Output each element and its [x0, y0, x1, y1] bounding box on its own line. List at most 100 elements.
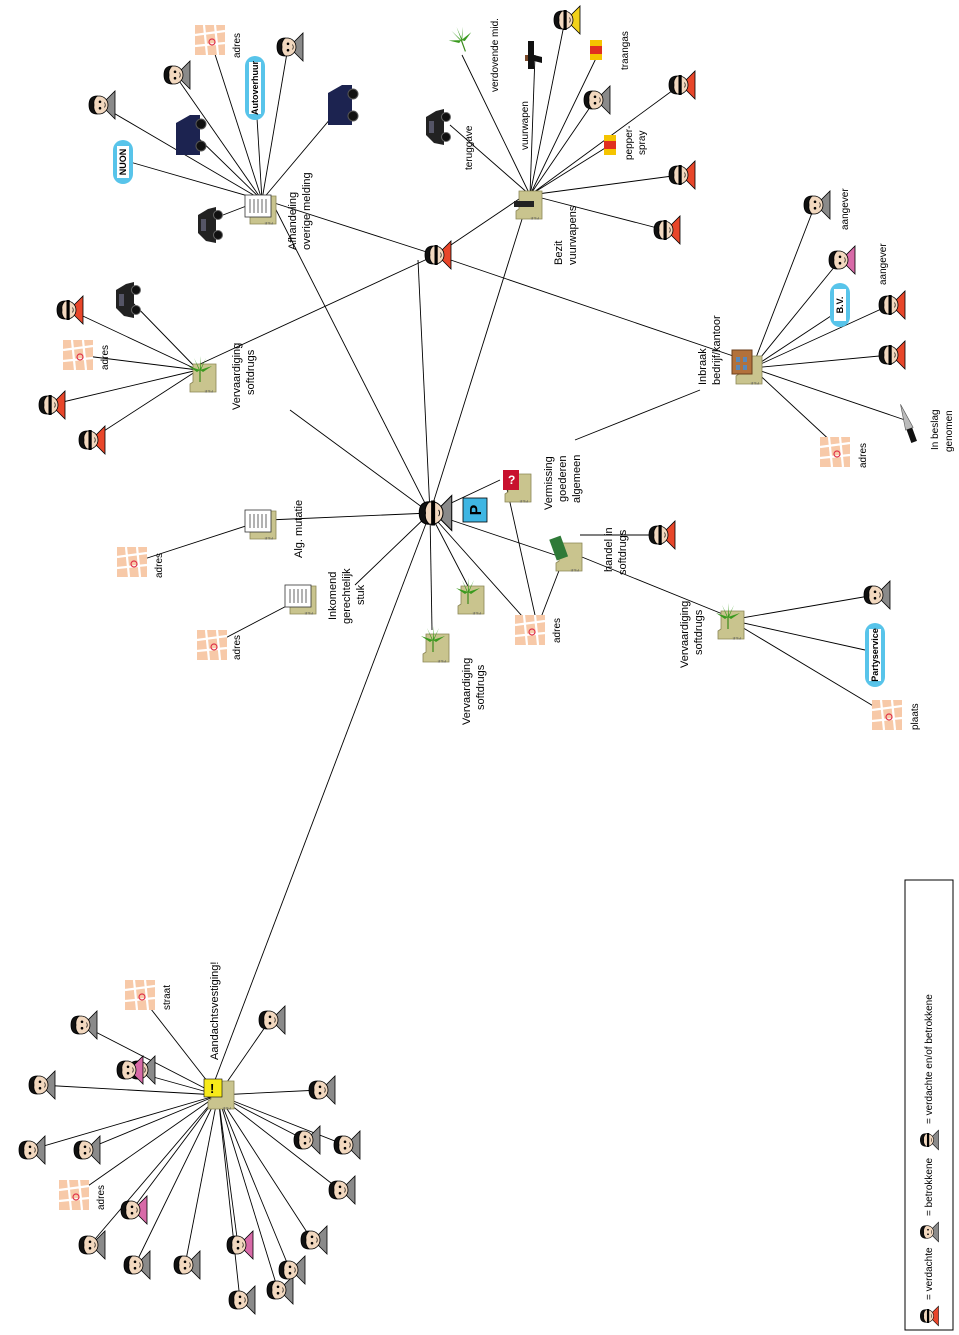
map-icon — [115, 545, 149, 579]
label-inbraak-1: Inbraak — [697, 348, 709, 385]
legend-both: = verdachte en/of betrokkene — [924, 994, 935, 1124]
map-icon — [123, 978, 157, 1012]
person-icon — [328, 1175, 356, 1205]
person-icon — [226, 1230, 254, 1260]
svg-text:NUON: NUON — [118, 149, 128, 176]
label-adres: adres — [154, 553, 165, 578]
person-icon — [28, 1070, 56, 1100]
suspect-person-icon — [38, 390, 66, 420]
legend-verdachte: = verdachte — [924, 1247, 935, 1300]
folder-verv-right — [715, 602, 745, 642]
suspect-person-icon — [878, 340, 906, 370]
person-icon — [300, 1225, 328, 1255]
building-icon — [731, 349, 753, 375]
label-handel-1: handel in — [603, 527, 615, 572]
map-icon — [818, 435, 852, 469]
label-aandachtsvestiging: Aandachtsvestiging! — [209, 962, 221, 1060]
label-adres: adres — [858, 443, 869, 468]
map-icon — [61, 338, 95, 372]
traangas-icon — [590, 40, 602, 60]
org-nuon: NUON — [113, 140, 133, 184]
label-vermissing-1: Vermissing — [543, 456, 555, 510]
pepperspray-icon — [604, 135, 616, 155]
person-icon — [828, 245, 856, 275]
org-partyservice: Partyservice — [865, 623, 885, 687]
label-adres: adres — [232, 635, 243, 660]
person-icon — [73, 1135, 101, 1165]
person-icon — [276, 32, 304, 62]
person-icon — [78, 1230, 106, 1260]
label-afhandeling-1: Afhandeling — [287, 192, 299, 250]
folder-afhandeling — [244, 194, 277, 227]
label-in-beslag-2: genomen — [944, 410, 955, 452]
label-inkomend-1: Inkomend — [327, 572, 339, 620]
label-vermissing-2: goederen — [557, 456, 569, 503]
person-icon — [123, 1250, 151, 1280]
person-icon — [88, 90, 116, 120]
label-inbraak-2: bedrijf/kantoor — [711, 315, 723, 385]
label-adres: adres — [96, 1185, 107, 1210]
person-icon — [228, 1285, 256, 1315]
label-inkomend-3: stuk — [355, 584, 367, 605]
map-icon — [195, 628, 229, 662]
cannabis-icon — [444, 22, 478, 57]
person-icon — [553, 5, 581, 35]
label-adres: adres — [232, 33, 243, 58]
van-icon — [175, 114, 207, 156]
label-inkomend-2: gerechtelijk — [341, 568, 353, 624]
label-bezit-2: vuurwapens — [567, 205, 579, 265]
label-verv-bottom-1: Vervaardiging — [461, 658, 473, 725]
legend-betrokkene: = betrokkene — [924, 1157, 935, 1216]
map-icon — [193, 23, 227, 57]
svg-text:Autoverhuur: Autoverhuur — [250, 61, 260, 115]
suspect-person-icon — [648, 520, 676, 550]
org-bv: B.V. — [830, 283, 850, 327]
folder-vervaardiging-top — [187, 355, 217, 395]
suspect-person-icon — [878, 290, 906, 320]
folder-verv-bottom — [420, 625, 450, 665]
folder-vermissing: ? — [503, 470, 532, 505]
label-adres: adres — [552, 618, 563, 643]
car-icon — [197, 206, 223, 244]
person-icon — [803, 190, 831, 220]
person-icon — [266, 1275, 294, 1305]
gun-icon — [525, 41, 542, 69]
legend: = verdachte = betrokkene = verdachte en/… — [904, 879, 954, 1331]
label-verv-bottom-2: softdrugs — [475, 664, 487, 710]
person-icon — [333, 1130, 361, 1160]
label-in-beslag-1: In beslag — [930, 409, 941, 450]
suspect-person-icon — [56, 295, 84, 325]
org-autoverhuur: Autoverhuur — [245, 56, 265, 120]
label-vermissing-3: algemeen — [571, 455, 583, 503]
suspect-person-icon — [668, 160, 696, 190]
label-pepperspray-2: spray — [637, 131, 648, 155]
exclamation-badge: ! — [210, 1081, 214, 1096]
label-aangever: aangever — [840, 188, 851, 230]
folder-inbraak — [731, 349, 763, 387]
label-aangever: aangever — [878, 243, 889, 285]
map-icon — [870, 698, 904, 732]
label-bezit-1: Bezit — [553, 241, 565, 265]
label-pepperspray-1: pepper- — [624, 126, 635, 160]
knife-icon — [900, 404, 917, 443]
label-alg-mutatie: Alg. mutatie — [293, 500, 305, 558]
svg-text:P: P — [468, 504, 485, 515]
label-handel-2: softdrugs — [617, 529, 629, 575]
label-verv-right-2: softdrugs — [693, 609, 705, 655]
person-icon — [120, 1195, 148, 1225]
suspect-person-icon — [78, 425, 106, 455]
label-plaats: plaats — [910, 703, 921, 730]
car-icon — [115, 281, 141, 319]
folder-inkomend — [284, 584, 317, 617]
label-vuurwapen: vuurwapen — [520, 101, 531, 150]
parking-badge: P — [462, 497, 488, 523]
label-verv-top-2: softdrugs — [245, 349, 257, 395]
folder-alg-mutatie — [244, 509, 277, 542]
map-icon — [513, 613, 547, 647]
person-icon — [163, 60, 191, 90]
folder-aandacht: ! — [203, 1078, 235, 1112]
suspect-person-icon — [668, 70, 696, 100]
svg-text:B.V.: B.V. — [835, 297, 845, 314]
label-adres: adres — [100, 345, 111, 370]
